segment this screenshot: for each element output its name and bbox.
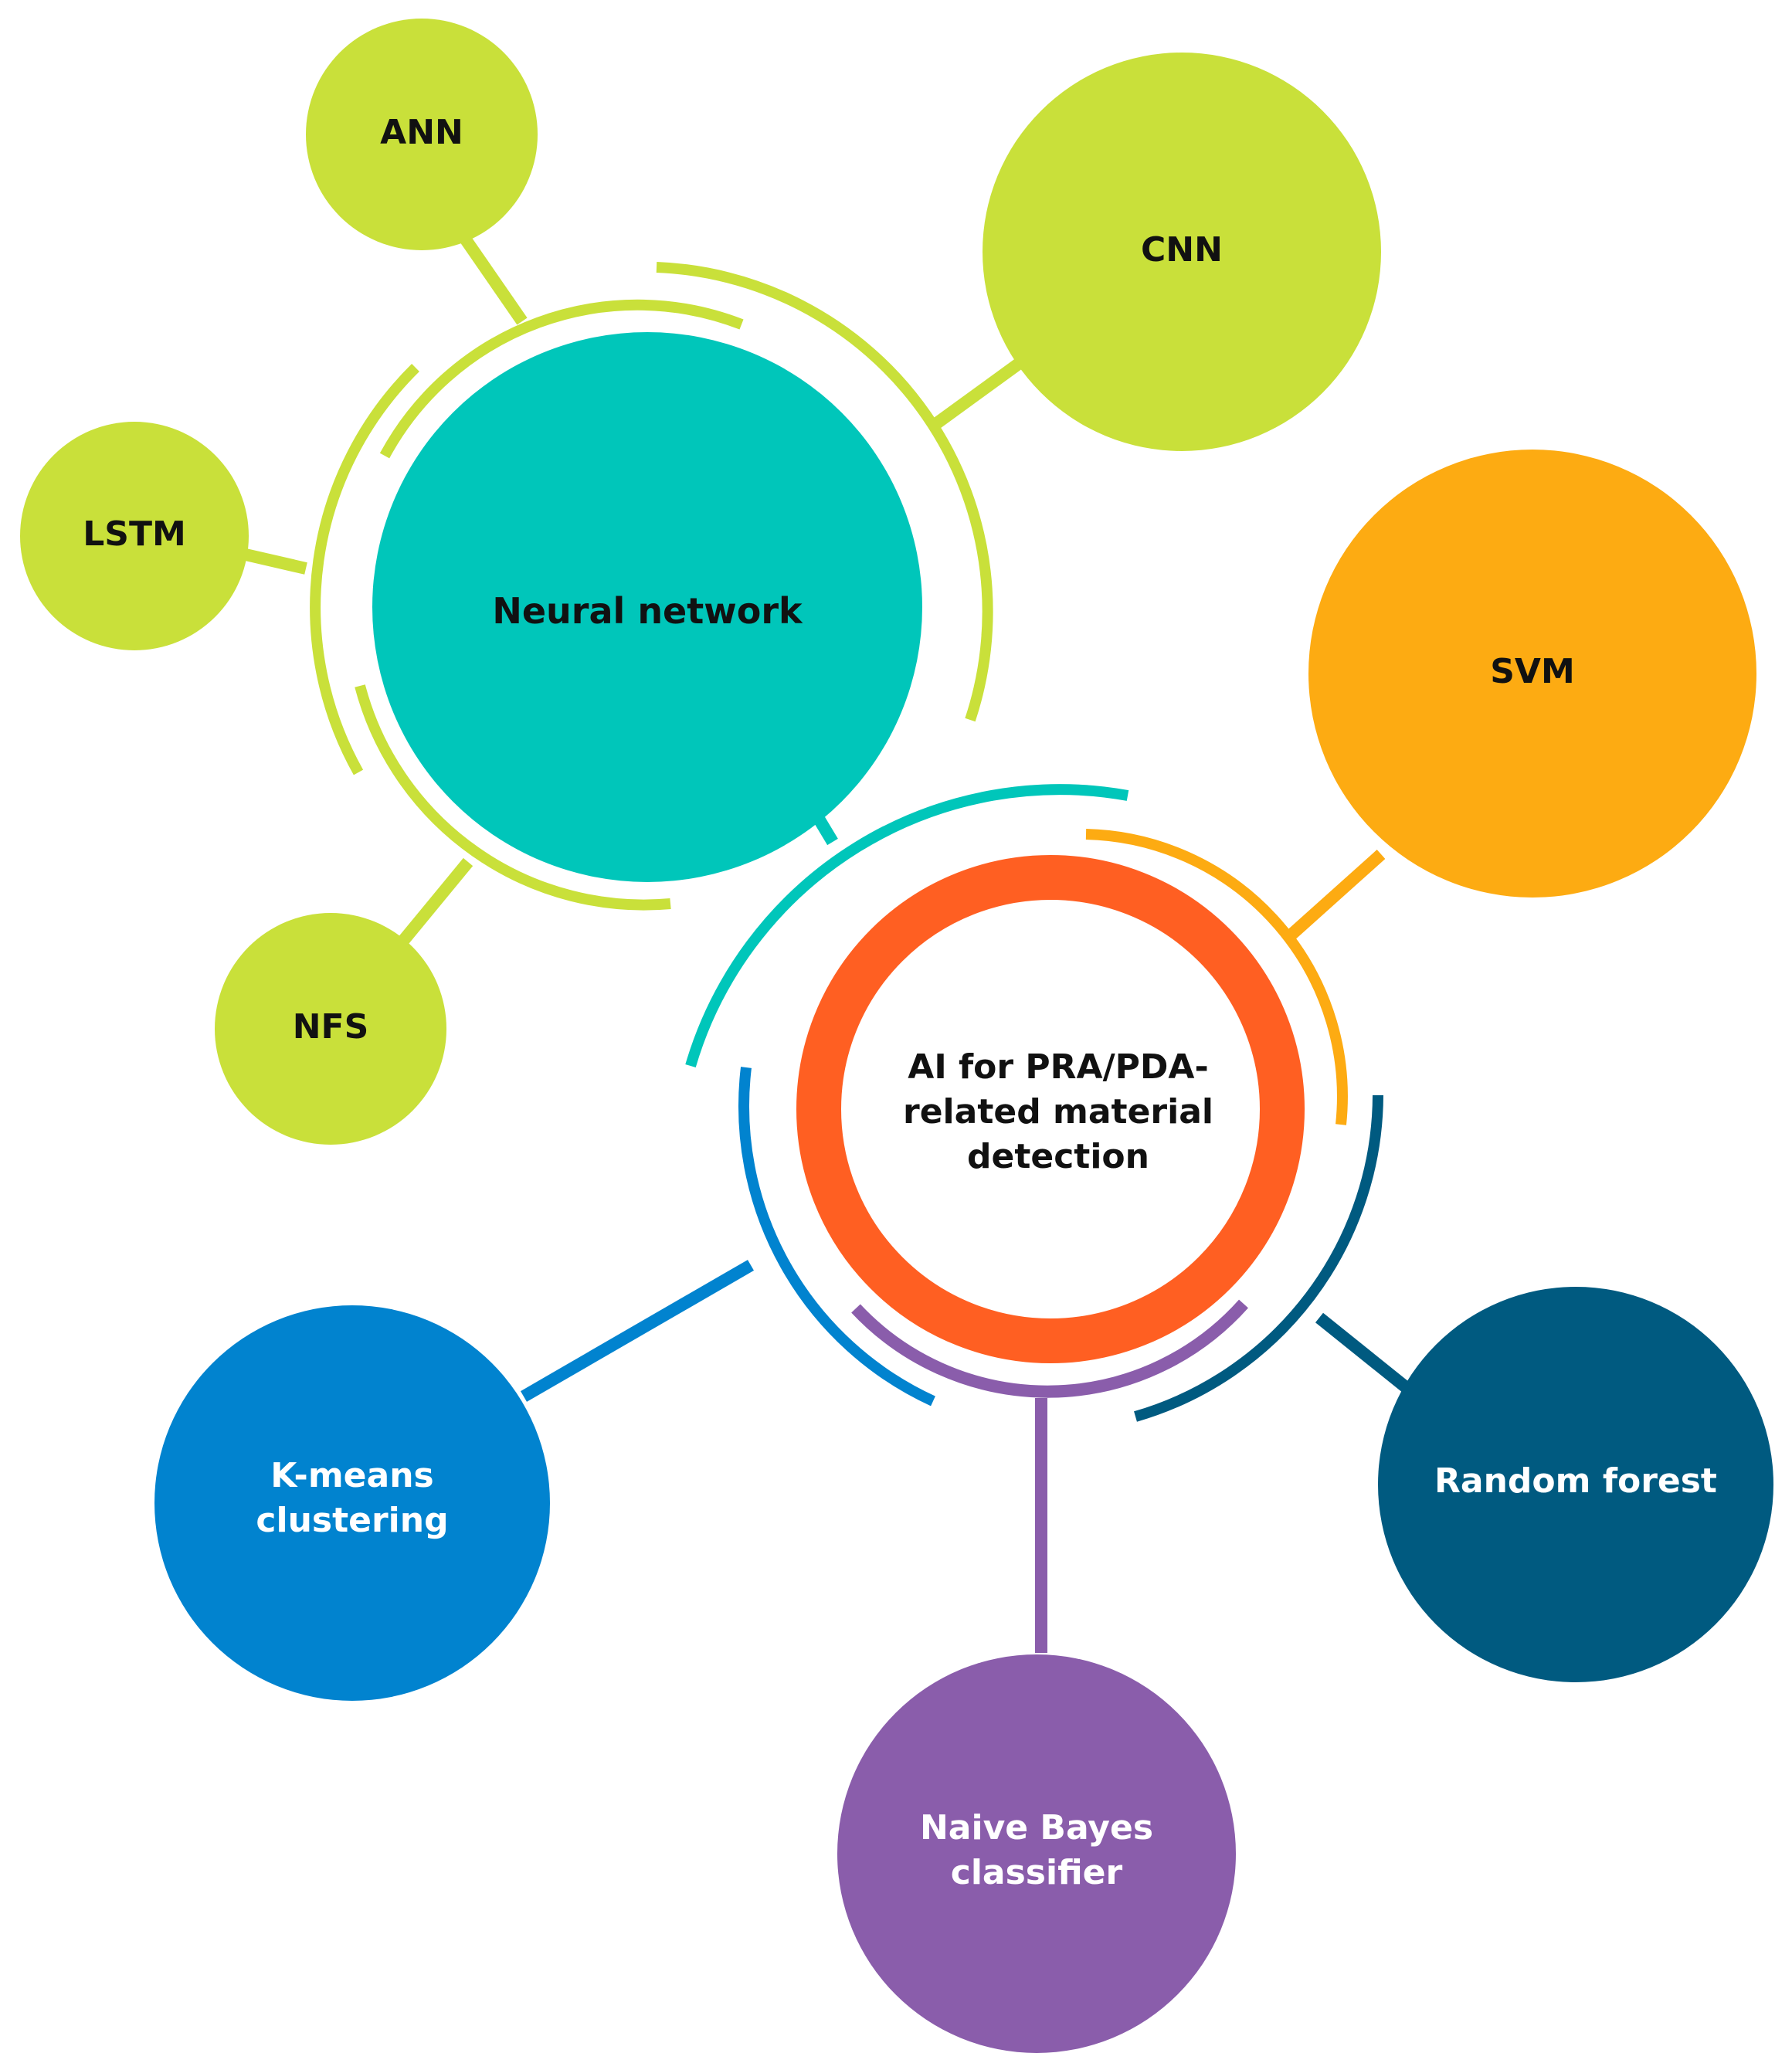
connector-neural-ai <box>813 815 838 846</box>
connector-ann <box>458 232 528 325</box>
arc-ai-amber <box>1085 829 1348 1125</box>
connector-cnn <box>931 358 1023 430</box>
kmeans-label: K-means clustering <box>256 1456 448 1540</box>
nodes <box>20 19 1773 2053</box>
cnn-node <box>983 53 1381 451</box>
svm-node <box>1308 450 1756 898</box>
label-line: NFS <box>293 1007 369 1047</box>
connector-svm <box>1287 850 1386 939</box>
arc-ai-blue <box>738 1067 935 1407</box>
arc-neural-top-short <box>379 299 744 459</box>
ann-node <box>306 19 538 250</box>
label-line: AI for PRA/PDA- <box>908 1047 1208 1087</box>
neural-network-node <box>372 332 922 882</box>
label-line: detection <box>967 1137 1149 1176</box>
arc-ai-navy <box>1134 1094 1383 1422</box>
arc-neural-top-long <box>656 262 993 722</box>
lstm-node <box>20 422 249 650</box>
random-forest-label: Random forest <box>1434 1461 1717 1501</box>
label-line: LSTM <box>83 514 186 554</box>
arc-neural-bottom-left <box>355 684 671 911</box>
label-line: SVM <box>1490 652 1575 691</box>
arc-ai-teal <box>685 784 1129 1067</box>
ann-label: ANN <box>380 113 463 152</box>
arcs <box>310 262 1383 1422</box>
label-line: related material <box>903 1092 1213 1132</box>
connectors <box>244 232 1410 1653</box>
nfs-node <box>215 913 446 1145</box>
label-line: Neural network <box>492 590 803 632</box>
ai-center-ring <box>796 855 1305 1363</box>
label-line: Random forest <box>1434 1461 1717 1501</box>
connector-lstm <box>244 548 307 575</box>
lstm-label: LSTM <box>83 514 186 554</box>
nfs-label: NFS <box>293 1007 369 1047</box>
label-line: ANN <box>380 113 463 152</box>
kmeans-node <box>154 1305 550 1701</box>
arc-ai-purple <box>851 1299 1248 1398</box>
labels: ANN CNN LSTM Neural network NFS SVM AI f… <box>83 113 1717 1892</box>
connector-nfs <box>398 857 473 945</box>
neural-network-label: Neural network <box>492 590 803 632</box>
label-line: CNN <box>1141 230 1223 270</box>
cnn-label: CNN <box>1141 230 1223 270</box>
naive-bayes-label: Naive Bayes classifier <box>920 1808 1153 1892</box>
naive-bayes-node <box>837 1654 1236 2053</box>
connector-kmeans <box>520 1260 755 1402</box>
label-line: Naive Bayes <box>920 1808 1153 1848</box>
connector-rf <box>1315 1312 1410 1393</box>
label-line: K-means <box>270 1456 433 1495</box>
label-line: classifier <box>951 1853 1123 1892</box>
label-line: clustering <box>256 1501 448 1540</box>
svm-label: SVM <box>1490 652 1575 691</box>
arc-neural-left <box>310 364 419 775</box>
random-forest-node <box>1378 1287 1773 1682</box>
ai-center-label: AI for PRA/PDA-related material detection <box>903 1047 1213 1176</box>
